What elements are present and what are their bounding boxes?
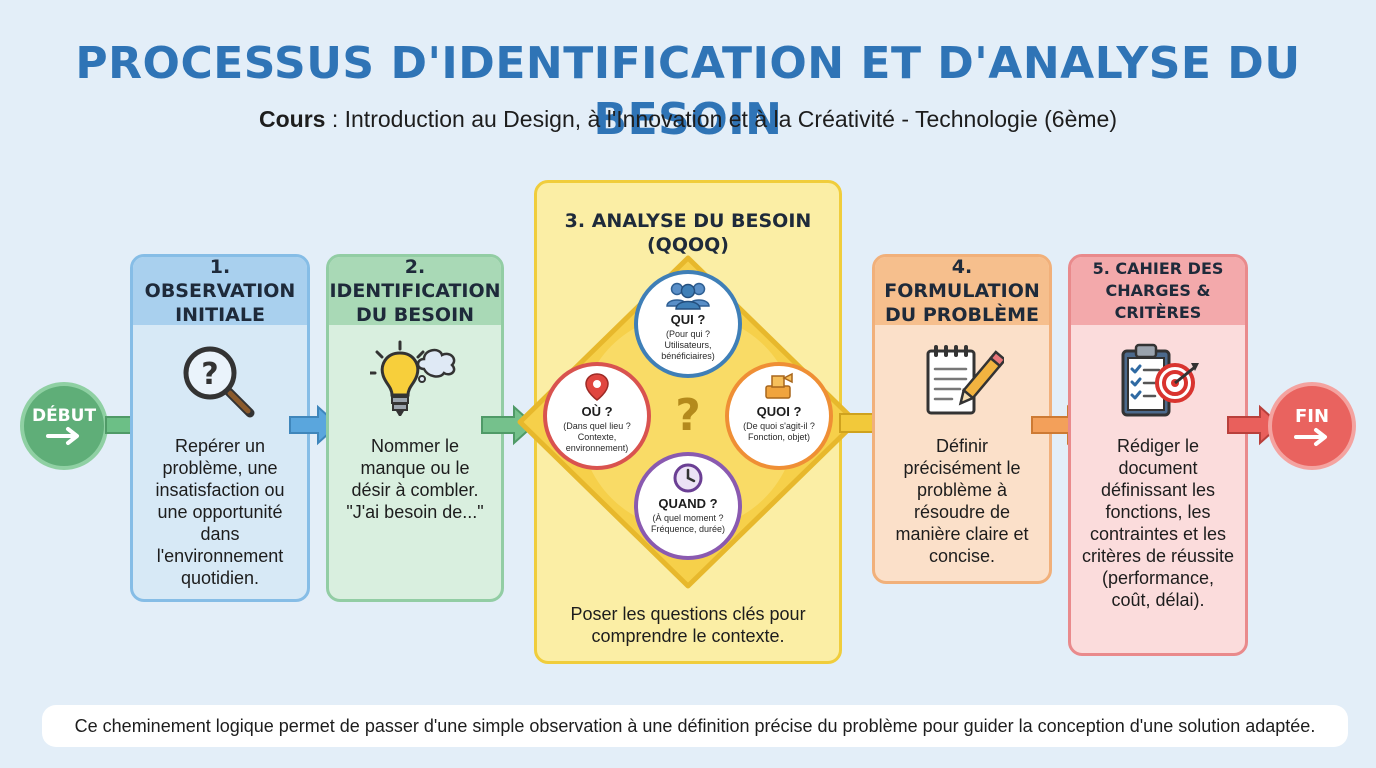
qqoq-qui: QUI ? (Pour qui ? Utilisateurs, bénéfici… bbox=[634, 270, 742, 378]
svg-text:?: ? bbox=[201, 357, 218, 392]
step-5-title: 5. CAHIER DES CHARGES & CRITÈRES bbox=[1071, 257, 1245, 325]
magnifier-question-icon: ? bbox=[133, 343, 307, 423]
step-4-title: 4. FORMULATION DU PROBLÈME bbox=[875, 257, 1049, 326]
step-3-title: 3. ANALYSE DU BESOIN (QQOQ) bbox=[564, 210, 812, 256]
step-5-card: 5. CAHIER DES CHARGES & CRITÈRES Rédiger… bbox=[1068, 254, 1248, 656]
course-label: Cours bbox=[259, 106, 326, 132]
qqoq-qui-title: QUI ? bbox=[670, 312, 706, 327]
course-subtitle: Cours : Introduction au Design, à l'Inno… bbox=[0, 104, 1376, 134]
footer-note: Ce cheminement logique permet de passer … bbox=[42, 705, 1348, 747]
step-3-desc: Poser les questions clés pour comprendre… bbox=[570, 604, 806, 646]
step-1-desc: Repérer un problème, une insatisfaction … bbox=[155, 436, 285, 588]
step-5-desc: Rédiger le document définissant les fonc… bbox=[1081, 436, 1235, 610]
notepad-pencil-icon bbox=[875, 341, 1049, 421]
qqoq-quoi-title: QUOI ? bbox=[756, 404, 802, 419]
question-mark-icon: ? bbox=[675, 390, 701, 441]
arrow-right-icon bbox=[1294, 427, 1327, 446]
arrow-right-icon bbox=[46, 427, 79, 445]
step-1-card: 1. OBSERVATION INITIALE ? Repérer un pro… bbox=[130, 254, 310, 602]
qqoq-qui-text: (Pour qui ? Utilisateurs, bénéficiaires) bbox=[661, 329, 715, 361]
flow-arrow-2 bbox=[481, 404, 536, 446]
qqoq-quand-text: (À quel moment ? Fréquence, durée) bbox=[650, 513, 726, 534]
clipboard-target-icon bbox=[1071, 341, 1245, 421]
step-4-card: 4. FORMULATION DU PROBLÈME Définir préci… bbox=[872, 254, 1052, 584]
qqoq-ou-text: (Dans quel lieu ? Contexte, environnemen… bbox=[563, 421, 631, 453]
qqoq-quand: QUAND ? (À quel moment ? Fréquence, duré… bbox=[634, 452, 742, 560]
end-node: FIN bbox=[1268, 382, 1356, 470]
qqoq-ou: OÙ ? (Dans quel lieu ? Contexte, environ… bbox=[543, 362, 651, 470]
start-node: DÉBUT bbox=[20, 382, 108, 470]
step-2-card: 2. IDENTIFICATION DU BESOIN Nommer le ma… bbox=[326, 254, 504, 602]
qqoq-ou-title: OÙ ? bbox=[581, 404, 613, 419]
end-label: FIN bbox=[1294, 405, 1330, 427]
qqoq-diamond bbox=[517, 255, 859, 589]
qqoq-quand-title: QUAND ? bbox=[658, 496, 718, 511]
step-2-title: 2. IDENTIFICATION DU BESOIN bbox=[329, 256, 501, 326]
step-2-desc: Nommer le manque ou le désir à combler. … bbox=[346, 436, 484, 522]
clock-icon bbox=[673, 463, 703, 493]
step-1-title: 1. OBSERVATION INITIALE bbox=[133, 257, 307, 326]
step-4-desc: Définir précisément le problème à résoud… bbox=[895, 436, 1029, 566]
people-icon bbox=[666, 282, 710, 310]
object-icon bbox=[765, 372, 793, 399]
qqoq-quoi: QUOI ? (De quoi s'agit-il ? Fonction, ob… bbox=[725, 362, 833, 470]
course-text: : Introduction au Design, à l'Innovation… bbox=[325, 106, 1117, 132]
start-label: DÉBUT bbox=[31, 406, 97, 426]
location-pin-icon bbox=[585, 373, 609, 401]
lightbulb-thought-icon bbox=[329, 339, 501, 425]
qqoq-quoi-text: (De quoi s'agit-il ? Fonction, objet) bbox=[743, 421, 815, 442]
page-title: PROCESSUS D'IDENTIFICATION ET D'ANALYSE … bbox=[75, 38, 1301, 145]
